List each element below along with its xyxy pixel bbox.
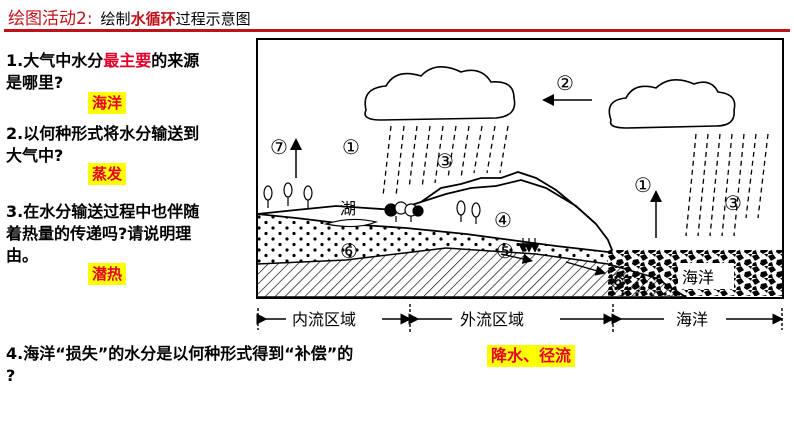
question-1-line-2: 是哪里? — [6, 72, 199, 94]
sea-label: 海洋 — [682, 268, 714, 287]
question-4-line-1: 4.海洋“损失”的水分是以何种形式得到“补偿”的 — [6, 343, 353, 365]
page-subtitle: 绘制水循环过程示意图 — [101, 8, 251, 29]
answer-3: 潜热 — [88, 263, 126, 285]
water-cycle-diagram: ⑦ ① ② ③ ① ③ ④ ⑤ ⑥ ⑥ 湖 海洋 内流区域 外流区域 海洋 — [256, 38, 784, 336]
lake-label: 湖 — [340, 199, 356, 218]
marker-1-left: ① — [342, 135, 360, 159]
subtitle-post: 过程示意图 — [176, 10, 251, 28]
marker-3-left: ③ — [436, 149, 454, 173]
region-outflow-label: 外流区域 — [460, 310, 524, 329]
question-1-emphasis: 最主要 — [103, 51, 151, 70]
question-1-line-1: 1.大气中水分最主要的来源 — [6, 50, 199, 72]
question-4-line-2: ? — [6, 365, 353, 387]
question-4: 4.海洋“损失”的水分是以何种形式得到“补偿”的 ? — [6, 343, 353, 387]
question-3: 3.在水分输送过程中也伴随 着热量的传递吗?请说明理 由。 — [6, 201, 199, 267]
question-2-line-1: 2.以何种形式将水分输送到 — [6, 123, 199, 145]
answer-1: 海洋 — [88, 92, 126, 114]
marker-3-right: ③ — [724, 191, 742, 215]
subtitle-highlight: 水循环 — [131, 10, 176, 28]
marker-2: ② — [556, 71, 574, 95]
marker-6-right: ⑥ — [609, 269, 627, 293]
page-header: 绘图活动2: 绘制水循环过程示意图 — [8, 4, 251, 30]
answer-2: 蒸发 — [88, 163, 126, 185]
question-1: 1.大气中水分最主要的来源 是哪里? — [6, 50, 199, 94]
marker-7: ⑦ — [270, 135, 288, 159]
subtitle-pre: 绘制 — [101, 10, 131, 28]
region-inland-label: 内流区域 — [292, 310, 356, 329]
marker-5: ⑤ — [496, 239, 514, 263]
question-1-text-end: 的来源 — [151, 51, 199, 70]
marker-4: ④ — [494, 208, 512, 232]
water-cycle-svg: ⑦ ① ② ③ ① ③ ④ ⑤ ⑥ ⑥ 湖 海洋 内流区域 外流区域 海洋 — [256, 38, 784, 336]
answer-4: 降水、径流 — [487, 345, 575, 367]
question-1-text: 1.大气中水分 — [6, 51, 103, 70]
marker-6-left: ⑥ — [340, 239, 358, 263]
page-title: 绘图活动2: — [8, 4, 93, 29]
question-2: 2.以何种形式将水分输送到 大气中? — [6, 123, 199, 167]
question-3-line-1: 3.在水分输送过程中也伴随 — [6, 201, 199, 223]
region-ocean-label: 海洋 — [676, 310, 708, 329]
title-divider — [4, 29, 790, 32]
question-3-line-2: 着热量的传递吗?请说明理 — [6, 223, 199, 245]
marker-1-right: ① — [634, 173, 652, 197]
